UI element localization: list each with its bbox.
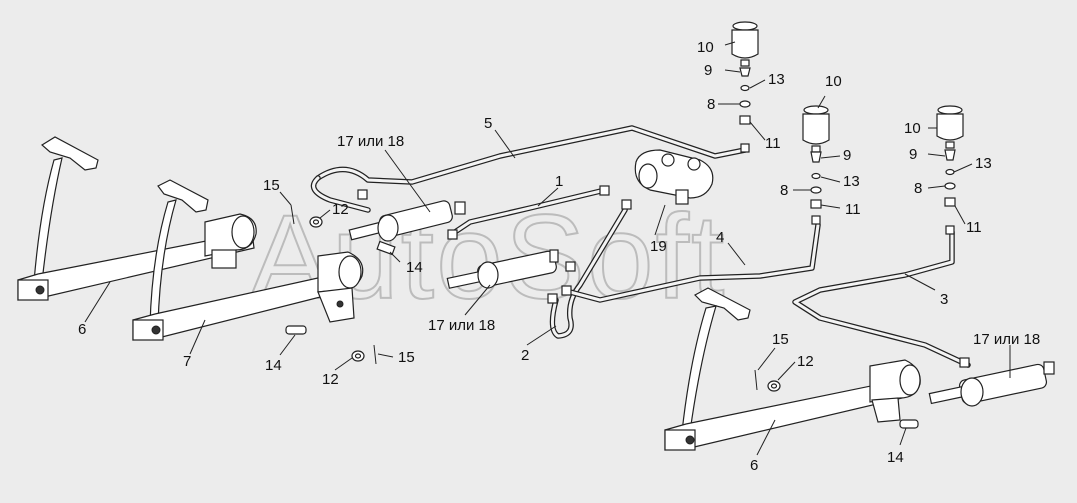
callout-9-mid: 9 xyxy=(843,147,851,164)
callout-11-top: 11 xyxy=(765,135,781,152)
callout-9-right: 9 xyxy=(909,146,917,163)
reservoir-10-top xyxy=(731,21,759,67)
callout-10-right: 10 xyxy=(904,120,921,137)
master-cylinder-upper xyxy=(348,200,466,242)
pipe-3 xyxy=(792,229,971,368)
washer-12-right xyxy=(767,380,781,392)
pin-14-right xyxy=(899,419,919,429)
callout-4: 4 xyxy=(716,229,724,246)
pedal-6-right xyxy=(664,287,921,451)
cotter-15-mid xyxy=(373,344,377,365)
callout-13-top: 13 xyxy=(768,71,785,88)
callout-6-right: 6 xyxy=(750,457,758,474)
pipe-1 xyxy=(452,187,608,235)
callout-17-18-right: 17 или 18 xyxy=(973,331,1040,348)
cotter-15-left xyxy=(290,204,295,225)
callout-7: 7 xyxy=(183,353,191,370)
fittings-right-stack xyxy=(944,149,956,235)
callout-10-top: 10 xyxy=(697,39,714,56)
pipe-2 xyxy=(549,207,628,339)
pin-14-mid xyxy=(285,325,307,335)
fittings-mid-stack xyxy=(810,151,822,225)
reservoir-10-right xyxy=(936,105,964,149)
callout-14-left: 14 xyxy=(406,259,423,276)
callout-15-mid: 15 xyxy=(398,349,415,366)
callout-17-18-upper: 17 или 18 xyxy=(337,133,404,150)
pipe-5 xyxy=(310,125,748,213)
leader-lines xyxy=(84,41,1011,456)
callout-15-right: 15 xyxy=(772,331,789,348)
callout-13-right: 13 xyxy=(975,155,992,172)
callout-15-left: 15 xyxy=(263,177,280,194)
callout-8-mid: 8 xyxy=(780,182,788,199)
callout-13-mid: 13 xyxy=(843,173,860,190)
callout-labels: 1 2 3 4 5 6 6 7 8 8 8 9 9 9 10 10 10 11 … xyxy=(78,39,1040,474)
pipe-nuts xyxy=(357,185,970,368)
callout-2: 2 xyxy=(521,347,529,364)
callout-12-left: 12 xyxy=(332,201,349,218)
callout-12-right: 12 xyxy=(797,353,814,370)
callout-6-left: 6 xyxy=(78,321,86,338)
callout-9-top: 9 xyxy=(704,62,712,79)
callout-5: 5 xyxy=(484,115,492,132)
pedal-7 xyxy=(132,179,364,341)
callout-12-mid: 12 xyxy=(322,371,339,388)
callout-11-mid: 11 xyxy=(845,201,861,218)
master-cylinder-middle xyxy=(446,249,559,289)
callout-8-right: 8 xyxy=(914,180,922,197)
callout-14-right: 14 xyxy=(887,449,904,466)
callout-11-right: 11 xyxy=(966,219,982,236)
washer-12-mid xyxy=(351,350,365,362)
pedal-6-left xyxy=(17,136,257,301)
reservoir-10-mid xyxy=(802,105,830,153)
washer-12-left xyxy=(309,216,323,228)
callout-14-mid: 14 xyxy=(265,357,282,374)
callout-1: 1 xyxy=(555,173,563,190)
pipe-4 xyxy=(567,222,821,303)
callout-8-top: 8 xyxy=(707,96,715,113)
cotter-15-right xyxy=(754,369,758,391)
callout-3: 3 xyxy=(940,291,948,308)
callout-19: 19 xyxy=(650,238,667,255)
master-cylinder-right xyxy=(928,361,1055,407)
fittings-top-stack xyxy=(739,67,751,153)
callout-10-mid: 10 xyxy=(825,73,842,90)
callout-17-18-middle: 17 или 18 xyxy=(428,317,495,334)
pin-14-left xyxy=(376,240,396,256)
valve-19 xyxy=(634,149,714,205)
